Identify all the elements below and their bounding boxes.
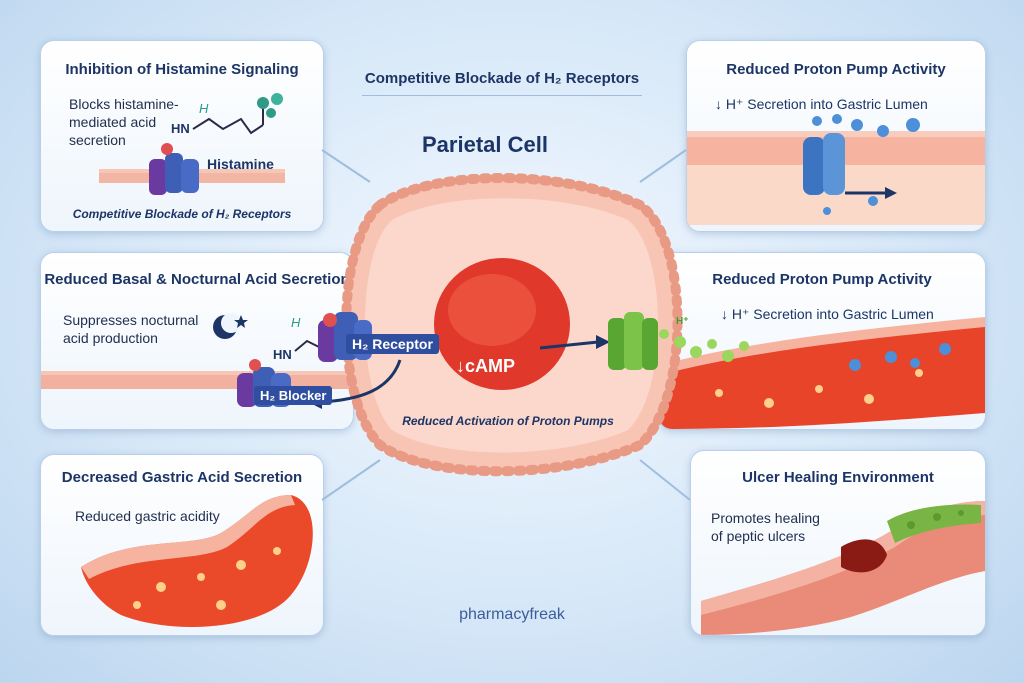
panel-proton-pump-top: Reduced Proton Pump Activity ↓ H⁺ Secret… — [686, 40, 986, 232]
hn-label: HN — [171, 121, 190, 136]
histamine-label: Histamine — [207, 156, 274, 172]
parietal-cell-title: Parietal Cell — [422, 132, 548, 157]
panel-title: Reduced Basal & Nocturnal Acid Secretion — [44, 271, 350, 288]
panel-title: Ulcer Healing Environment — [742, 469, 934, 486]
panel-title: Reduced Proton Pump Activity — [712, 271, 932, 288]
panel-body-line: acid production — [63, 330, 158, 346]
panel-body: ↓ H⁺ Secretion into Gastric Lumen — [715, 96, 928, 112]
h2-receptor-label: H₂ Receptor — [346, 334, 439, 354]
ulcer-tissue-illustration — [701, 501, 985, 635]
camp-label: ↓cAMP — [456, 356, 516, 376]
panel-body-line: Suppresses nocturnal — [63, 312, 199, 328]
panel-histamine-signaling: Inhibition of Histamine Signaling Blocks… — [40, 40, 324, 232]
proton-pump-illustration — [687, 114, 985, 225]
panel-title: Decreased Gastric Acid Secretion — [61, 469, 303, 486]
top-banner-label: Competitive Blockade of H₂ Receptors — [364, 70, 640, 87]
h-label: H — [291, 315, 301, 330]
hplus-small-label: H⁺ — [676, 316, 689, 327]
panel-body-line: Promotes healing — [711, 510, 820, 526]
panel-body: Reduced gastric acidity — [75, 508, 220, 524]
reduced-activation-label: Reduced Activation of Proton Pumps — [402, 414, 614, 428]
banner-underline — [362, 95, 642, 96]
panel-body-line: of peptic ulcers — [711, 528, 806, 544]
brand-label: pharmacyfreak — [459, 606, 565, 623]
panel-footer: Competitive Blockade of H₂ Receptors — [72, 207, 292, 221]
panel-body-line: Blocks histamine- — [69, 96, 179, 112]
stomach-illustration — [81, 495, 313, 627]
panel-body-line: mediated acid — [69, 114, 157, 130]
panel-body: Promotes healing of peptic ulcers — [711, 509, 820, 545]
hn-label: HN — [273, 347, 292, 362]
panel-body: ↓ H⁺ Secretion into Gastric Lumen — [721, 306, 934, 322]
panel-title: Reduced Proton Pump Activity — [726, 61, 946, 78]
panel-title: Inhibition of Histamine Signaling — [65, 61, 299, 78]
panel-body: Suppresses nocturnal acid production — [63, 311, 198, 347]
panel-decreased-acid: Decreased Gastric Acid Secretion Reduced… — [40, 454, 324, 636]
panel-proton-pump-middle: Reduced Proton Pump Activity ↓ H⁺ Secret… — [658, 252, 986, 430]
panel-ulcer-healing: Ulcer Healing Environment Promotes heali… — [690, 450, 986, 636]
histamine-molecule-icon: HN H — [99, 93, 285, 195]
h-label: H — [199, 101, 209, 116]
h2-blocker-label: H₂ Blocker — [254, 386, 333, 405]
moon-star-icon — [213, 313, 248, 339]
panel-body-line: secretion — [69, 132, 126, 148]
panel-body: Blocks histamine- mediated acid secretio… — [69, 95, 179, 149]
gastric-lumen-illustration — [659, 317, 985, 429]
